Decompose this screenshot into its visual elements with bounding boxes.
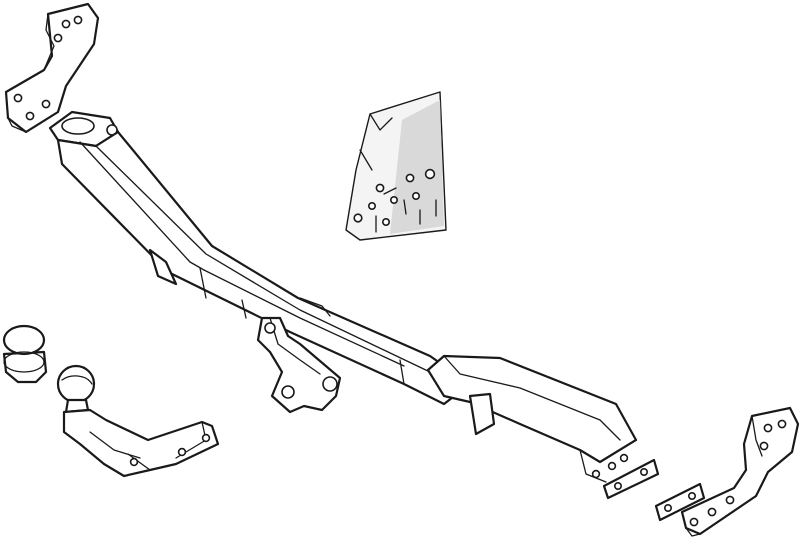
tow-ball-cover-icon	[2, 324, 48, 384]
left-mounting-bracket-icon	[4, 2, 100, 134]
crossbar-beam-icon	[48, 110, 638, 483]
spacer-plate-icon	[654, 482, 706, 522]
fixing-kit-bag-icon	[345, 91, 447, 241]
spacer-plate-icon	[602, 458, 660, 500]
right-mounting-bracket-icon	[680, 406, 800, 537]
tow-ball-neck-icon	[56, 364, 220, 478]
